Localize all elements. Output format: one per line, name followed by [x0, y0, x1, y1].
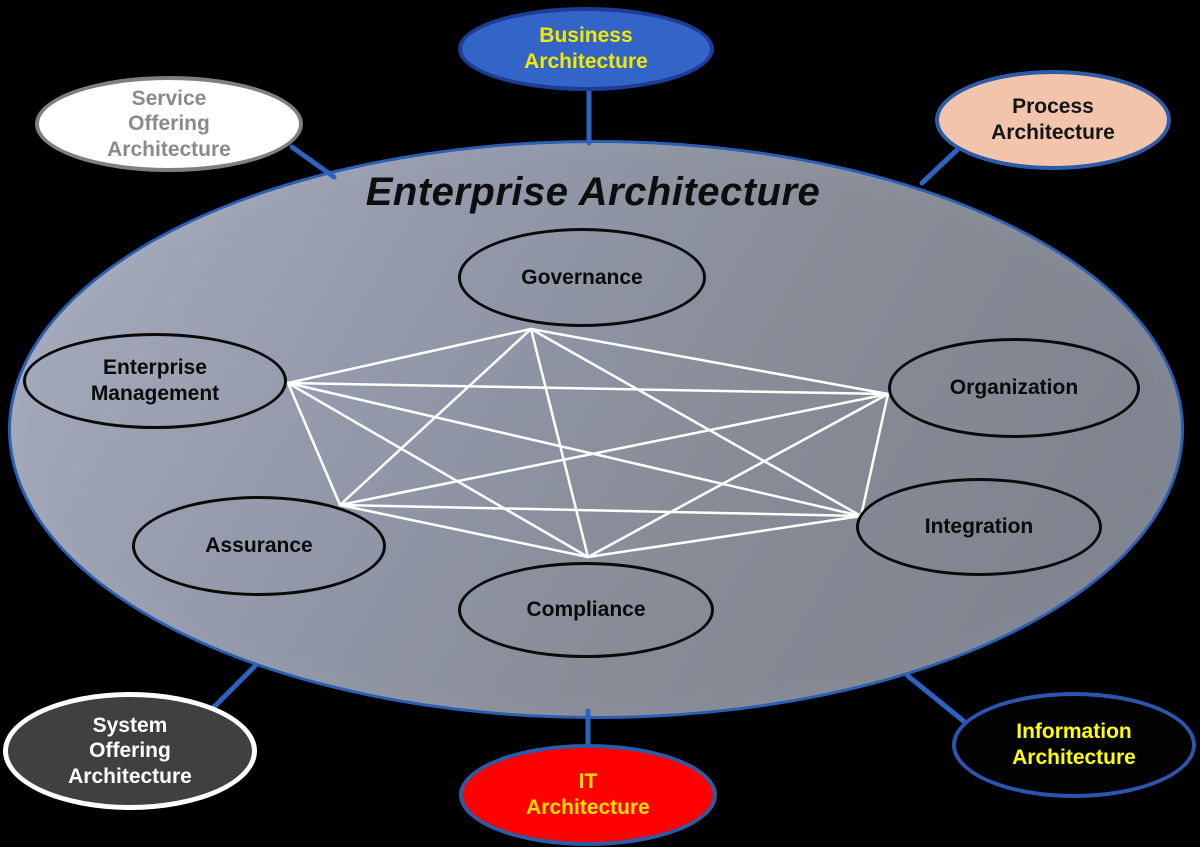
node-label: Information Architecture [1012, 720, 1136, 769]
node-label: Assurance [205, 534, 313, 558]
inner-node-compliance: Compliance [458, 562, 714, 658]
inner-node-integration: Integration [856, 478, 1102, 576]
node-label: System Offering Architecture [68, 713, 192, 788]
node-label: Business Architecture [524, 24, 648, 73]
node-label: Governance [521, 265, 643, 289]
inner-node-organization: Organization [888, 338, 1140, 438]
diagram-title: Enterprise Architecture [365, 170, 821, 214]
outer-node-business-architecture: Business Architecture [458, 7, 714, 91]
node-label: Compliance [526, 598, 646, 622]
inner-node-enterprise-management: Enterprise Management [23, 333, 287, 429]
inner-node-assurance: Assurance [132, 496, 386, 596]
node-label: Process Architecture [991, 95, 1115, 144]
outer-node-it-architecture: IT Architecture [459, 744, 717, 846]
node-label: Organization [949, 376, 1079, 400]
node-label: Integration [924, 515, 1034, 539]
node-label: Enterprise Management [90, 356, 220, 405]
outer-node-process-architecture: Process Architecture [935, 70, 1171, 170]
outer-node-information-architecture: Information Architecture [952, 692, 1196, 798]
node-label: IT Architecture [526, 770, 650, 819]
node-label: Service Offering Architecture [107, 86, 231, 161]
outer-node-service-offering-architecture: Service Offering Architecture [35, 76, 303, 172]
outer-node-system-offering-architecture: System Offering Architecture [3, 692, 257, 810]
inner-node-governance: Governance [458, 228, 706, 327]
